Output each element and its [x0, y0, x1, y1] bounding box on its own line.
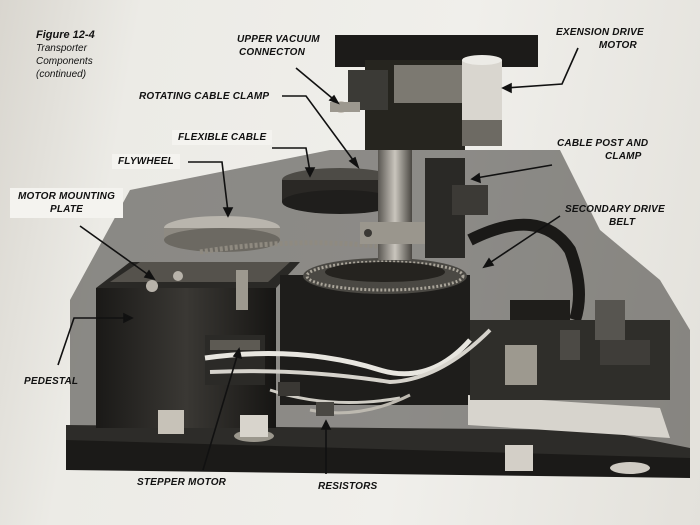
label-motor-mounting-plate: MOTOR MOUNTING PLATE [10, 188, 124, 218]
label-stepper-motor: STEPPER MOTOR [137, 477, 227, 488]
label-flexible-cable: FLEXIBLE CABLE [172, 130, 273, 145]
figure-caption: Figure 12-4 Transporter Components (cont… [36, 28, 95, 81]
figure-subtitle-line1: Transporter [36, 43, 87, 54]
label-resistors: RESISTORS [318, 481, 378, 492]
label-extension-drive-motor: EXENSION DRIVE MOTOR [556, 27, 644, 51]
figure-subtitle-line3: (continued) [36, 69, 87, 80]
label-rotating-cable-clamp: ROTATING CABLE CLAMP [139, 91, 270, 102]
figure-number: Figure 12-4 [36, 29, 95, 41]
label-pedestal: PEDESTAL [24, 376, 79, 387]
label-upper-vacuum: UPPER VACUUM CONNECTON [237, 34, 320, 58]
figure-subtitle-line2: Components [36, 56, 93, 67]
label-cable-post-and-clamp: CABLE POST AND CLAMP [557, 138, 649, 162]
label-secondary-drive-belt: SECONDARY DRIVE BELT [565, 204, 665, 228]
label-flywheel: FLYWHEEL [112, 154, 180, 169]
